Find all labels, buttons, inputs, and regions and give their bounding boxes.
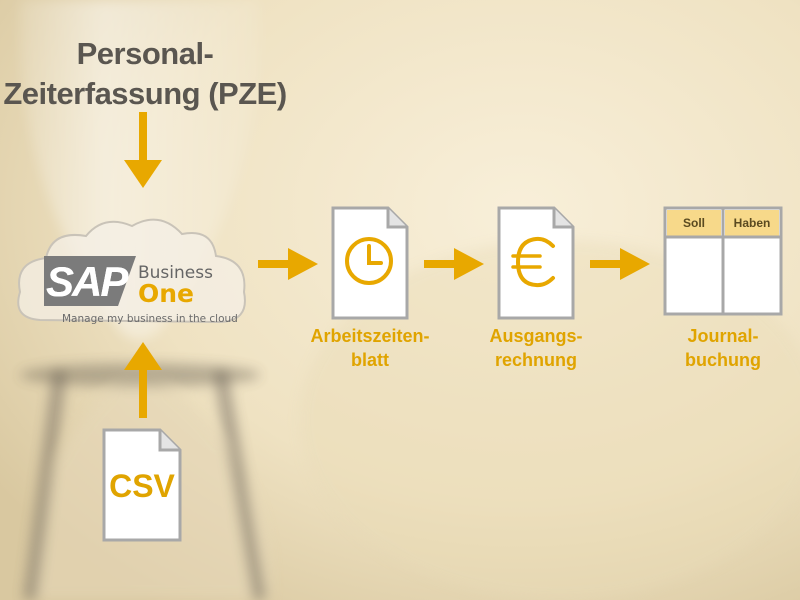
arrow-up-icon (124, 342, 162, 418)
step-label-line: blatt (351, 350, 389, 370)
euro-icon (511, 236, 555, 288)
page-title: Personal- Zeiterfassung (PZE) (0, 34, 290, 114)
step-label-timesheet: Arbeitszeiten- blatt (300, 324, 440, 372)
csv-document-icon (102, 428, 182, 542)
clock-icon (345, 237, 393, 285)
csv-label: CSV (109, 468, 175, 504)
ledger-header-soll: Soll (682, 216, 705, 230)
ledger-header-haben: Haben (733, 216, 771, 230)
ledger-table-icon (663, 206, 783, 316)
sap-tagline: Manage my business in the cloud (62, 313, 238, 325)
step-label-line: buchung (685, 350, 761, 370)
sap-logo-mark (44, 256, 136, 306)
sap-logo-text: SAP (46, 258, 128, 305)
title-line-1: Personal- (76, 36, 214, 71)
arrow-right-icon (590, 248, 650, 280)
step-label-line: Journal- (687, 326, 759, 346)
arrow-right-icon (258, 248, 318, 280)
title-line-2: Zeiterfassung (PZE) (3, 76, 287, 111)
arrow-right-icon (424, 248, 484, 280)
sap-one-text: One (138, 279, 195, 308)
step-label-invoice: Ausgangs- rechnung (466, 324, 606, 372)
step-label-line: rechnung (494, 350, 577, 370)
arrow-down-icon (124, 112, 162, 188)
step-label-line: Ausgangs- (489, 326, 583, 346)
sap-business-text: Business (138, 263, 213, 283)
invoice-document-icon (497, 206, 575, 320)
step-label-journal: Journal- buchung (653, 324, 793, 372)
step-label-line: Arbeitszeiten- (310, 326, 430, 346)
